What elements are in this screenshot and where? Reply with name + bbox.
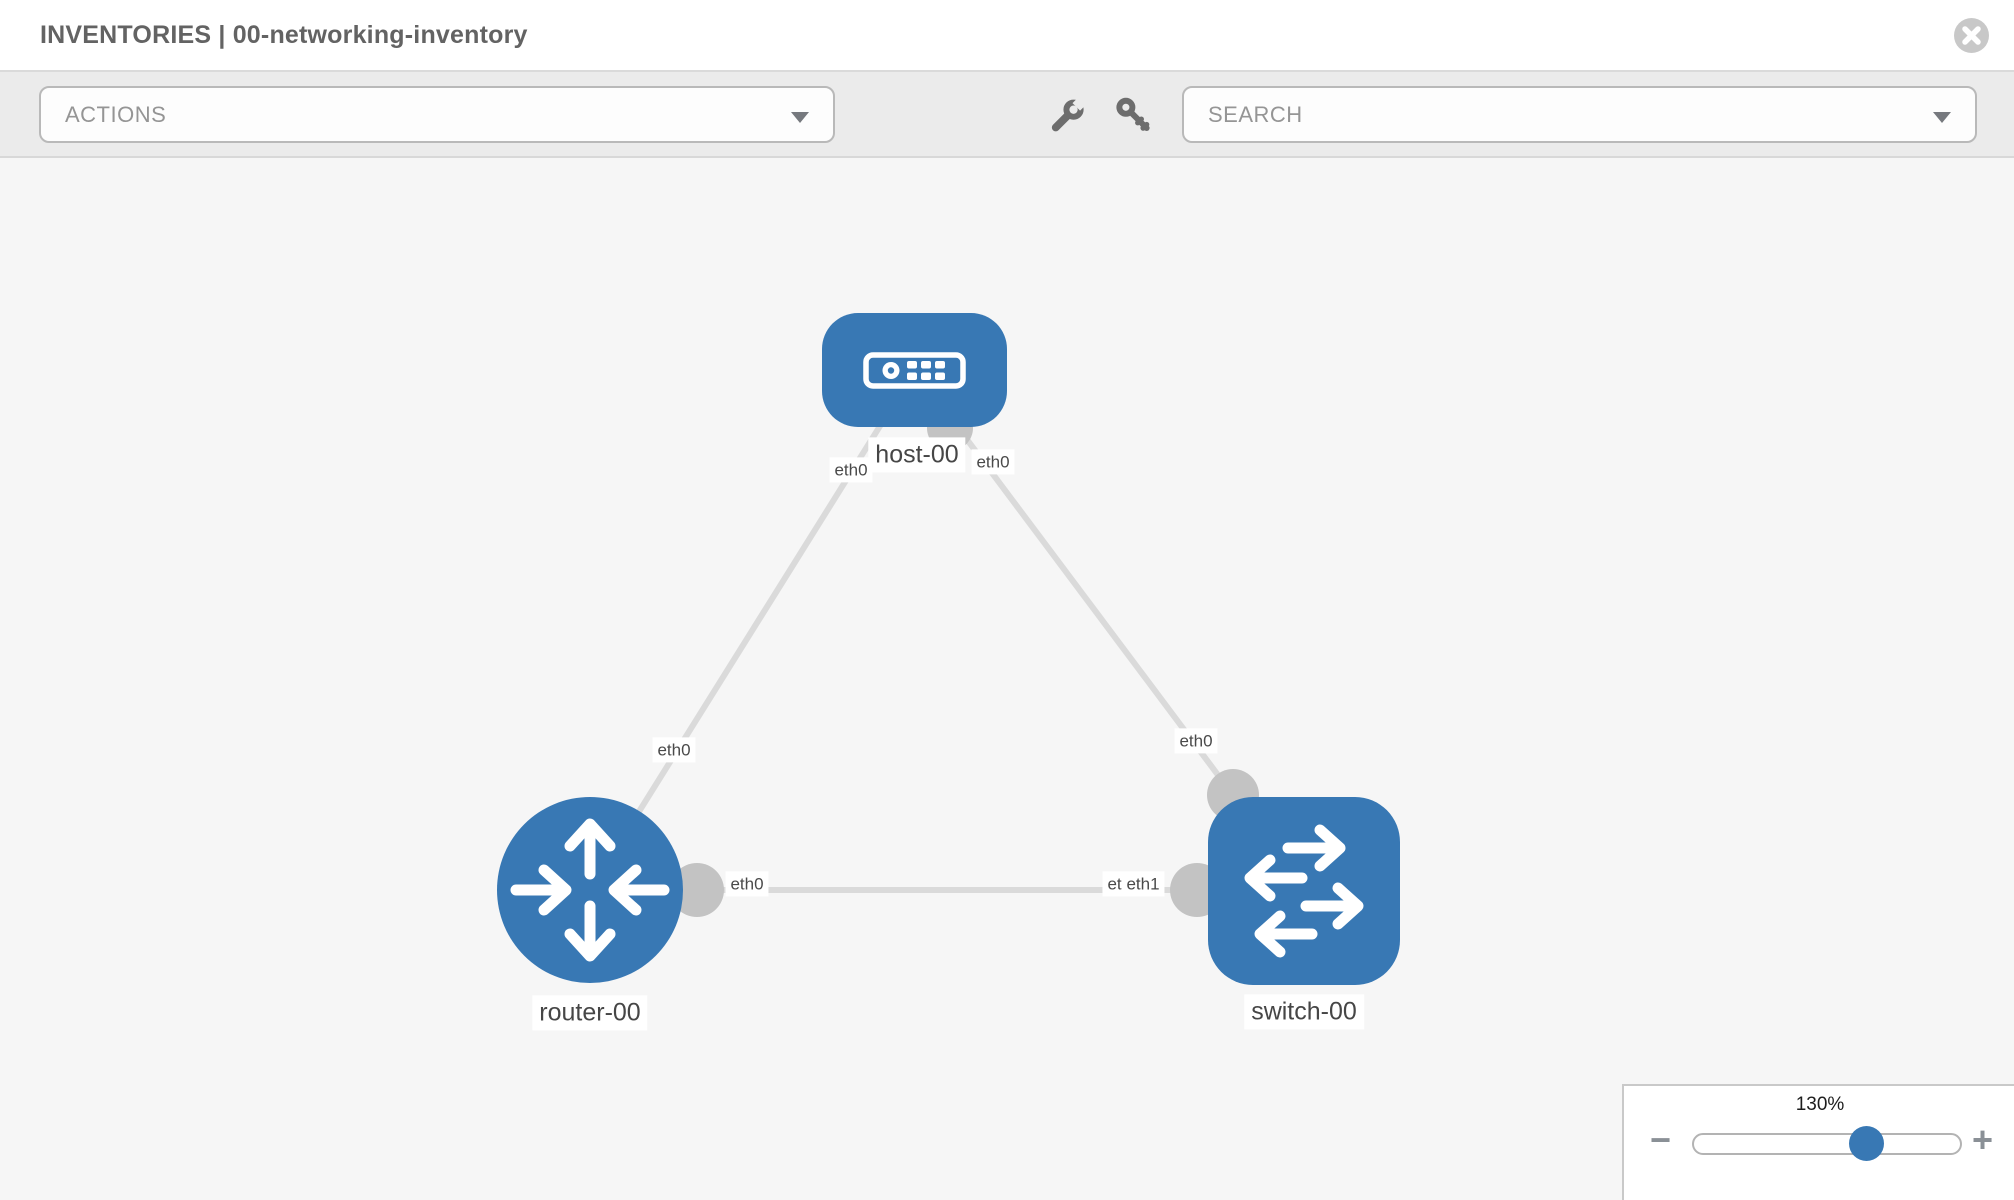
zoom-level: 130% — [1795, 1094, 1845, 1115]
node-router-00[interactable] — [497, 797, 683, 983]
node-switch-00[interactable] — [1208, 797, 1400, 985]
zoom-out-button[interactable]: − — [1650, 1119, 1672, 1160]
actions-dropdown[interactable]: ACTIONS — [39, 86, 835, 143]
zoom-control-panel: 130% − + — [1622, 1084, 2014, 1200]
interface-label: eth0 — [1174, 728, 1218, 754]
interface-label: eth0 — [829, 457, 873, 483]
zoom-slider-handle[interactable] — [1849, 1126, 1884, 1161]
interface-label: eth0 — [652, 737, 696, 763]
node-label-switch-00: switch-00 — [1244, 994, 1364, 1030]
switch-icon — [1244, 824, 1364, 958]
host-icon — [863, 352, 966, 389]
node-label-router-00: router-00 — [532, 995, 648, 1031]
wrench-icon[interactable] — [1048, 96, 1086, 134]
zoom-in-button[interactable]: + — [1972, 1119, 1994, 1160]
chevron-down-icon — [1933, 112, 1951, 123]
page-title: INVENTORIES | 00-networking-inventory — [40, 21, 528, 49]
chevron-down-icon — [791, 112, 809, 123]
header: INVENTORIES | 00-networking-inventory — [0, 0, 2014, 72]
key-icon[interactable] — [1114, 96, 1152, 134]
search-dropdown-label: SEARCH — [1208, 102, 1303, 127]
router-icon — [510, 818, 670, 962]
interface-label: eth1 — [1121, 871, 1165, 897]
actions-dropdown-label: ACTIONS — [65, 102, 167, 127]
zoom-slider-track[interactable] — [1692, 1126, 1962, 1161]
toolbar: ACTIONS SEARCH — [0, 72, 2014, 158]
node-label-host-00: host-00 — [868, 437, 966, 473]
interface-label: eth0 — [971, 449, 1015, 475]
interface-label: eth0 — [725, 871, 769, 897]
close-icon[interactable] — [1953, 17, 1990, 54]
link-host-router — [587, 368, 918, 892]
port-dot — [670, 863, 724, 917]
node-host-00[interactable] — [822, 313, 1007, 427]
topology-canvas[interactable]: eth0 eth0 eth0 eth0 eth0 eth0 eth1 host-… — [0, 158, 2014, 1200]
interface-ports — [670, 405, 1259, 917]
search-dropdown[interactable]: SEARCH — [1182, 86, 1977, 143]
